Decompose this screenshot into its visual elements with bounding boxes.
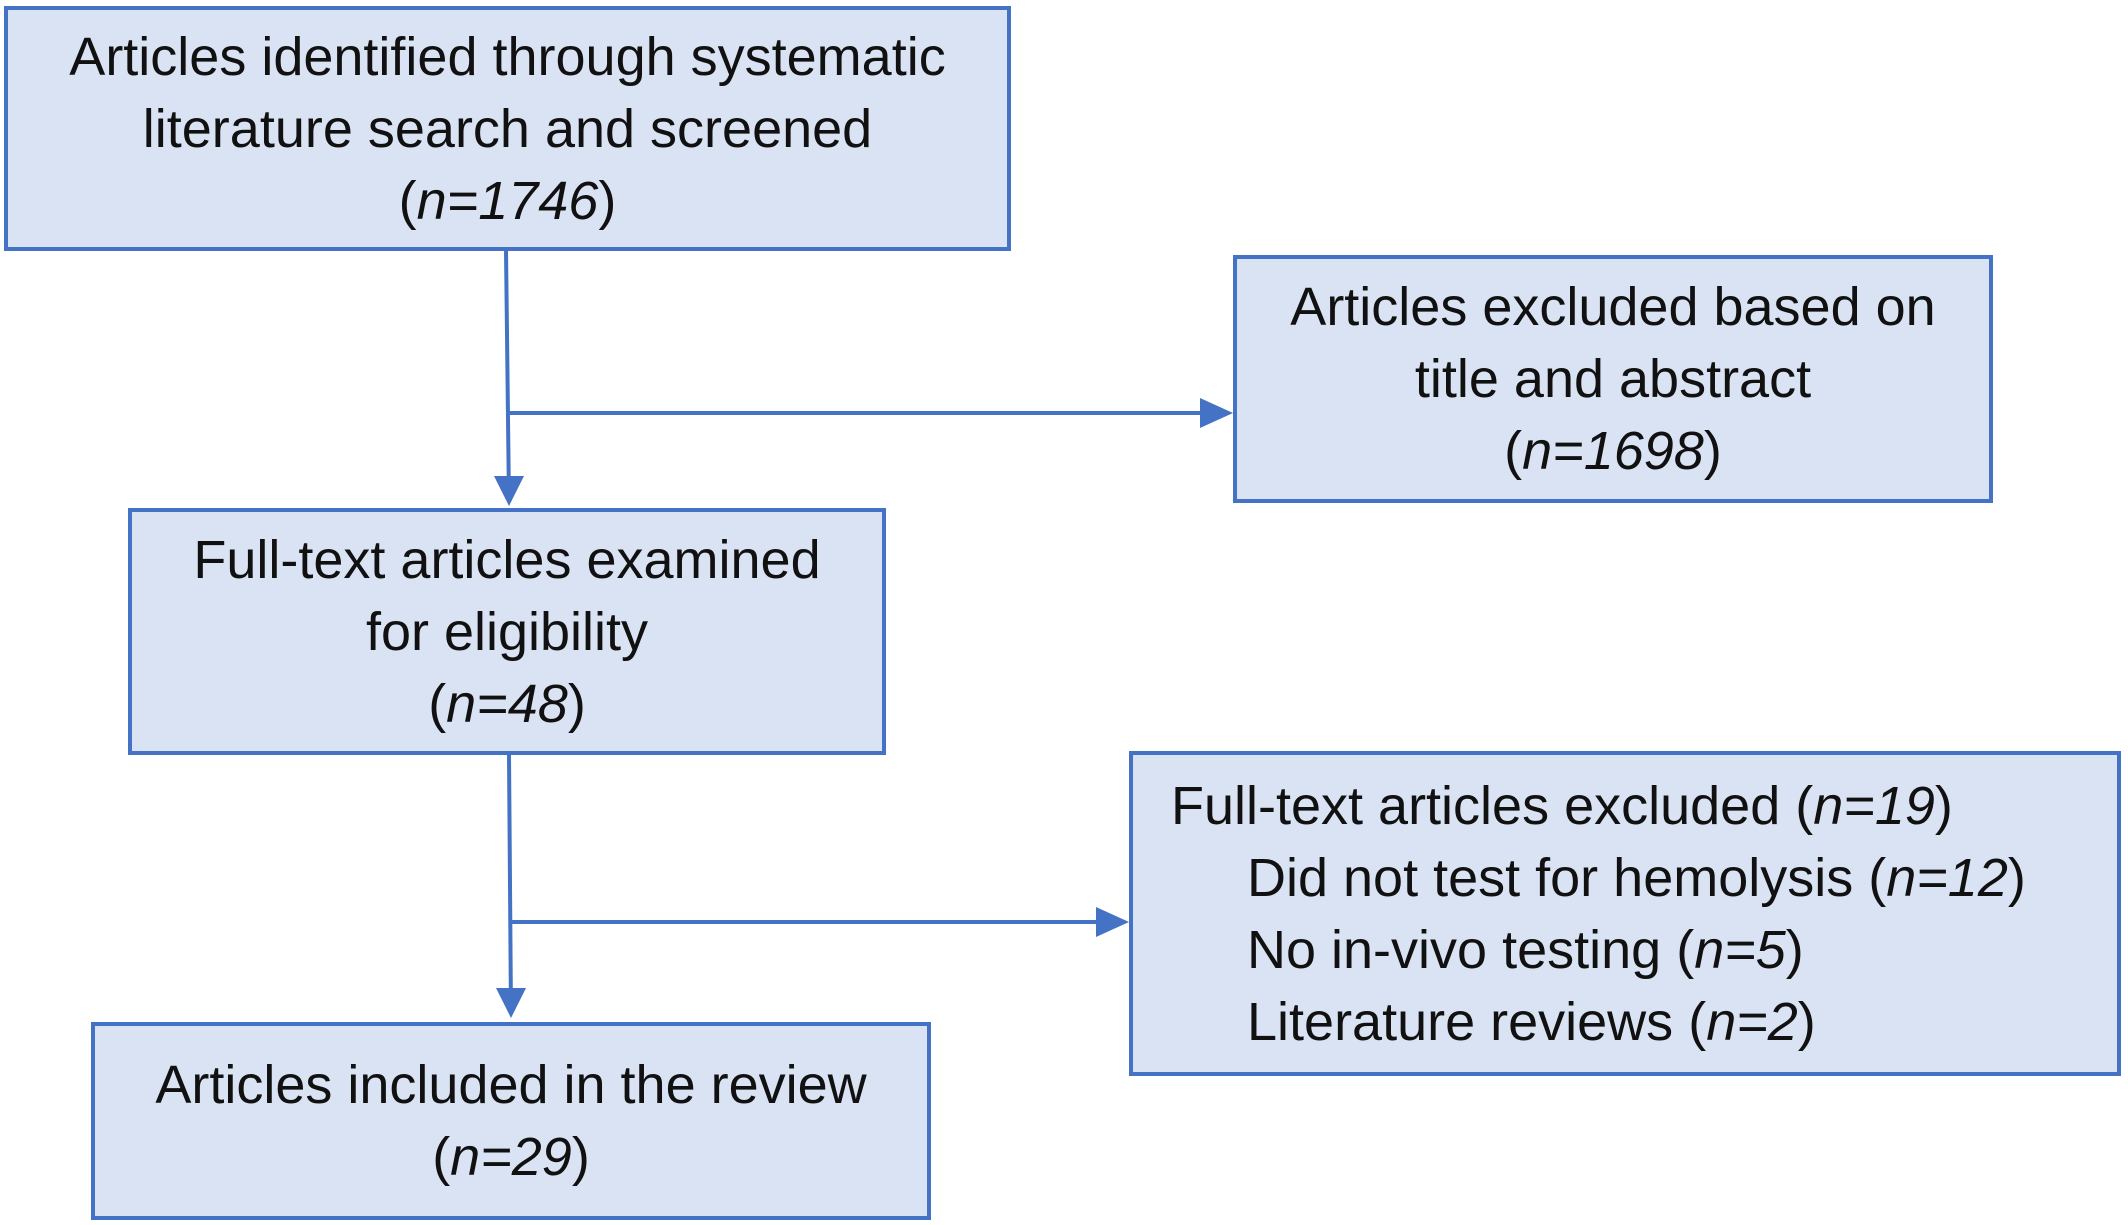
box-fulltext-excluded: Full-text articles excluded (n=19) Did n… — [1129, 751, 2121, 1076]
box-title: Full-text articles excluded — [1171, 775, 1781, 836]
box-articles-identified: Articles identified through systematic l… — [4, 6, 1011, 251]
reason-label: Literature reviews — [1247, 991, 1674, 1052]
reason-count: n=12 — [1886, 847, 2008, 908]
count-label: n=1698 — [1522, 421, 1704, 481]
box-line: Articles excluded based on — [1290, 277, 1936, 337]
count-label: n=19 — [1813, 775, 1935, 836]
box-line: literature search and screened — [142, 98, 873, 159]
exclusion-reason: No in-vivo testing (n=5) — [1247, 919, 1804, 980]
count-label: n=48 — [446, 673, 568, 734]
reason-count: n=2 — [1706, 991, 1798, 1052]
count-label: n=29 — [450, 1127, 572, 1187]
box-line: Articles included in the review — [155, 1055, 867, 1115]
box-line: title and abstract — [1414, 349, 1812, 409]
arrowhead-down-2 — [496, 988, 526, 1018]
reason-count: n=5 — [1694, 919, 1786, 980]
arrowhead-right-1 — [1200, 398, 1233, 428]
exclusion-reason: Did not test for hemolysis (n=12) — [1247, 847, 2026, 908]
box-articles-included: Articles included in the review (n=29) — [91, 1022, 931, 1220]
exclusion-reason: Literature reviews (n=2) — [1247, 991, 1816, 1052]
reason-label: Did not test for hemolysis — [1247, 847, 1854, 908]
box-line: Articles identified through systematic — [69, 26, 946, 87]
arrowhead-right-2 — [1096, 907, 1129, 937]
arrow-identified-to-fulltext — [504, 249, 511, 503]
box-line: for eligibility — [365, 601, 649, 662]
box-fulltext-examined: Full-text articles examined for eligibil… — [128, 508, 886, 755]
count-label: n=1746 — [416, 170, 599, 231]
reason-label: No in-vivo testing — [1247, 919, 1662, 980]
arrow-fulltext-to-included — [507, 754, 513, 1015]
box-excluded-title-abstract: Articles excluded based on title and abs… — [1233, 255, 1993, 503]
box-line: Full-text articles examined — [193, 529, 821, 590]
arrowhead-down-1 — [494, 476, 524, 506]
